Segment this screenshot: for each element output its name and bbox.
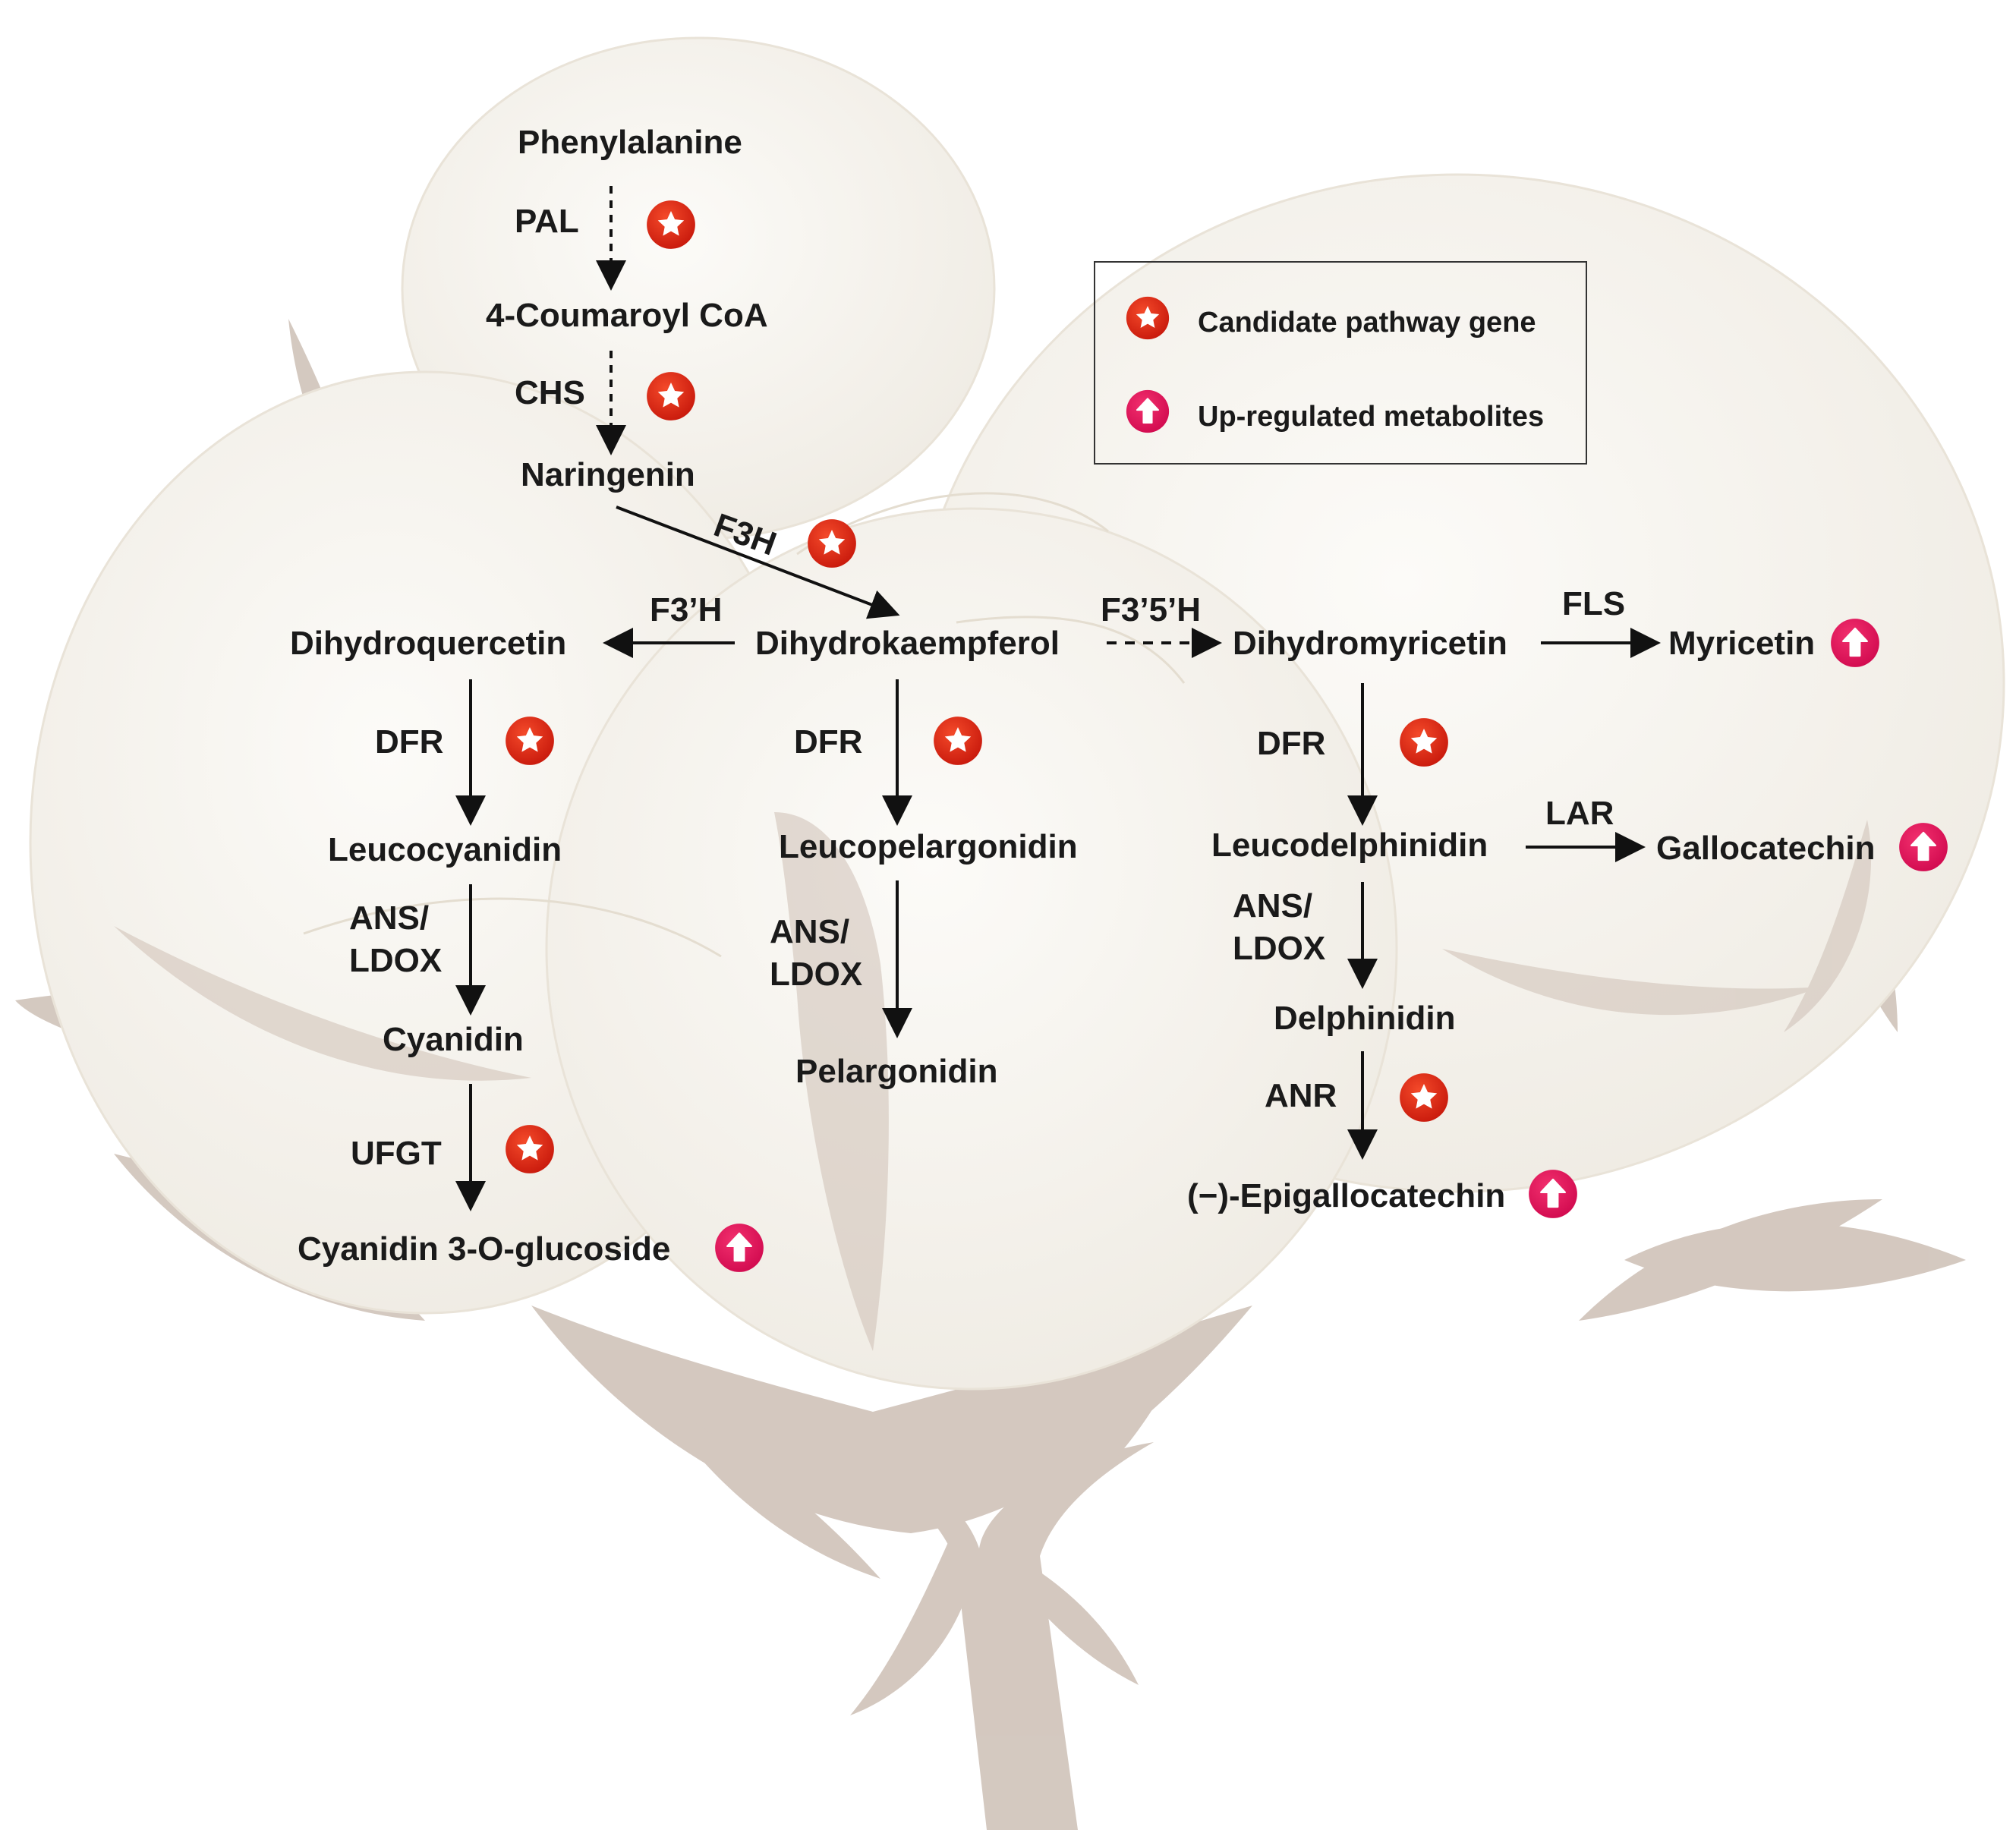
compound-cyanidin: Cyanidin [383,1021,524,1058]
compound-delphinidin: Delphinidin [1274,1000,1456,1037]
star-icon [506,717,554,765]
compound-epigallocatechin: (−)-Epigallocatechin [1187,1177,1506,1214]
enzyme-ans-ldox-middle: ANS/ LDOX [770,911,862,996]
up-arrow-icon [1898,822,1948,872]
up-arrow-icon [1528,1169,1578,1219]
enzyme-ldox-label: LDOX [349,942,443,979]
enzyme-ans-label: ANS/ [349,899,430,937]
compound-dihydroquercetin: Dihydroquercetin [290,625,567,662]
enzyme-ldox-label: LDOX [1233,930,1326,967]
up-arrow-icon [1830,618,1880,668]
compound-myricetin: Myricetin [1668,625,1816,662]
up-arrow-icon [714,1223,764,1273]
star-icon [1400,1073,1448,1122]
enzyme-anr: ANR [1265,1077,1337,1114]
enzyme-ans-label: ANS/ [1233,887,1313,924]
enzyme-ans-label: ANS/ [770,913,850,950]
legend-upregulated-label: Up-regulated metabolites [1198,401,1545,433]
enzyme-dfr-left: DFR [375,723,444,761]
enzyme-ufgt: UFGT [351,1135,442,1172]
enzyme-fls: FLS [1562,585,1626,622]
arrow-f3h [616,506,900,619]
star-icon [1400,718,1448,767]
star-icon [506,1125,554,1173]
enzyme-pal: PAL [515,203,579,240]
enzyme-lar: LAR [1545,795,1614,832]
compound-cyanidin-3-o-glucoside: Cyanidin 3-O-glucoside [298,1230,671,1268]
compound-pelargonidin: Pelargonidin [795,1053,998,1090]
legend-candidate-gene-label: Candidate pathway gene [1198,307,1536,339]
star-icon [808,519,856,568]
enzyme-ans-ldox-left: ANS/ LDOX [349,897,442,982]
enzyme-f3prime-h: F3’H [650,591,723,628]
enzyme-dfr-right: DFR [1257,725,1326,762]
enzyme-chs: CHS [515,374,585,411]
compound-leucodelphinidin: Leucodelphinidin [1211,827,1488,864]
pathway-arrows [455,186,1661,1211]
compound-coumaroyl-coa: 4-Coumaroyl CoA [486,297,768,334]
star-icon [934,717,982,765]
star-icon [647,372,695,420]
enzyme-f3prime5prime-h: F3’5’H [1101,591,1202,628]
star-icon [647,200,695,249]
legend [1094,261,1587,465]
compound-naringenin: Naringenin [521,456,695,493]
enzyme-ldox-label: LDOX [770,956,863,993]
compound-phenylalanine: Phenylalanine [518,124,742,161]
compound-leucopelargonidin: Leucopelargonidin [779,828,1078,865]
enzyme-dfr-middle: DFR [794,723,863,761]
compound-dihydrokaempferol: Dihydrokaempferol [755,625,1060,662]
cotton-plant-background [15,36,2005,1830]
compound-dihydromyricetin: Dihydromyricetin [1233,625,1507,662]
compound-leucocyanidin: Leucocyanidin [328,831,562,868]
compound-gallocatechin: Gallocatechin [1656,830,1876,867]
enzyme-ans-ldox-right: ANS/ LDOX [1233,885,1325,970]
